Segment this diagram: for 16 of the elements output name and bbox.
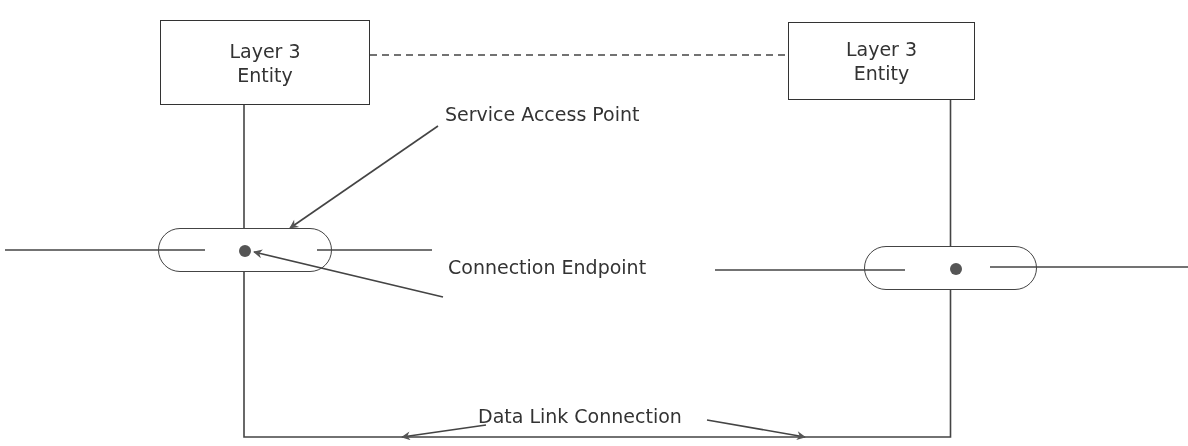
leader-arrow (401, 424, 487, 441)
connection-line (243, 104, 245, 229)
entity-label: Layer 3 Entity (844, 37, 919, 85)
connection-line (243, 271, 952, 438)
leader-arrow (706, 419, 806, 441)
callout-text: Service Access Point (445, 103, 640, 125)
entity-box (160, 20, 370, 105)
connection-line (949, 99, 952, 247)
callout-text: Data Link Connection (478, 405, 682, 427)
leader-arrow (289, 125, 439, 229)
entity-label: Layer 3 Entity (228, 38, 302, 87)
leader-arrow (253, 249, 444, 298)
entity-box (788, 22, 975, 100)
endpoint-dot (239, 245, 251, 257)
callout-text: Connection Endpoint (448, 256, 647, 278)
endpoint-dot (950, 263, 962, 275)
